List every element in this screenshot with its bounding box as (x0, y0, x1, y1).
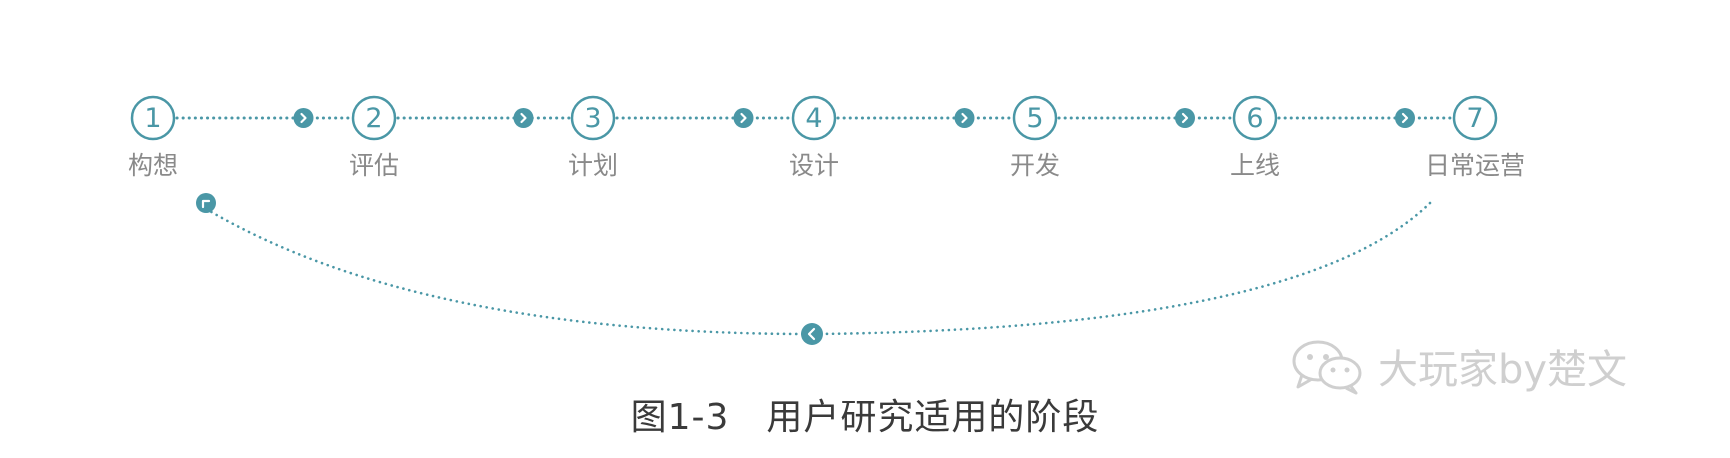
figure-caption: 图1-3 用户研究适用的阶段 (630, 397, 1100, 438)
step-4: 4 设计 (789, 95, 839, 180)
step-1: 1 构想 (128, 95, 178, 180)
step-3: 3 计划 (568, 95, 618, 180)
step-label: 设计 (789, 151, 839, 180)
step-label: 日常运营 (1425, 151, 1525, 180)
step-2: 2 评估 (349, 95, 399, 180)
step-7: 7 日常运营 (1425, 95, 1525, 180)
step-circle (351, 95, 397, 141)
step-number: 3 (584, 103, 601, 134)
return-loop-path (206, 201, 1432, 336)
watermark: 大玩家by楚文 (1290, 336, 1627, 396)
watermark-text: 大玩家by楚文 (1378, 347, 1628, 393)
step-5: 5 开发 (1010, 95, 1060, 180)
step-circle (570, 95, 616, 141)
step-label: 构想 (128, 151, 178, 180)
forward-arrow-icon (1175, 108, 1195, 128)
step-circle (130, 95, 176, 141)
step-label: 计划 (568, 151, 618, 180)
return-loop (196, 193, 1432, 345)
back-arrow-icon (801, 323, 823, 345)
step-number: 2 (365, 103, 382, 134)
forward-arrow-icon (1395, 108, 1415, 128)
step-number: 1 (144, 103, 161, 134)
forward-arrow-icon (733, 108, 754, 128)
step-number: 7 (1466, 103, 1483, 134)
step-6: 6 上线 (1230, 95, 1280, 180)
step-connectors (175, 108, 1453, 128)
step-label: 评估 (349, 151, 399, 180)
step-number: 6 (1246, 103, 1263, 134)
forward-arrow-icon (293, 108, 314, 128)
loop-end-icon (196, 193, 216, 213)
step-circle (1452, 95, 1498, 141)
step-number: 5 (1026, 103, 1043, 134)
step-number: 4 (805, 103, 822, 134)
wechat-icon (1292, 340, 1362, 395)
step-label: 开发 (1010, 151, 1060, 180)
step-circle (1012, 95, 1058, 141)
forward-arrow-icon (513, 108, 534, 128)
steps: 1 构想 2 评估 3 计划 4 设计 5 开发 6 上线 7 日常运营 (128, 95, 1525, 180)
step-circle (1232, 95, 1278, 141)
step-circle (791, 95, 837, 141)
forward-arrow-icon (954, 108, 975, 128)
step-label: 上线 (1230, 151, 1280, 180)
